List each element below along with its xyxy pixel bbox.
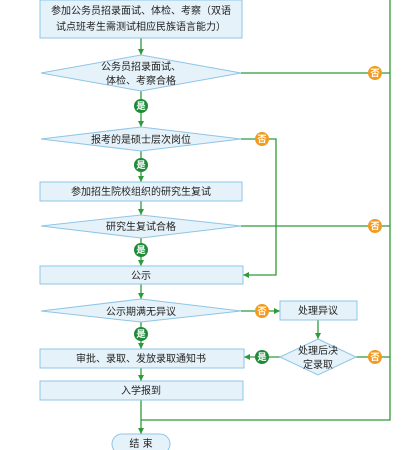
yes-badge-d1: 是 <box>134 99 148 113</box>
decision1-line2: 体检、考察合格 <box>106 74 176 87</box>
node-decision1: 公务员招录面试、 体检、考察合格 <box>40 54 242 92</box>
svg-text:否: 否 <box>369 221 379 232</box>
arrowheads <box>138 49 321 434</box>
no-badge-d5: 否 <box>368 350 382 364</box>
yes-badge-d4: 是 <box>134 327 148 341</box>
decision4-label: 公示期满无异议 <box>106 306 176 318</box>
svg-text:是: 是 <box>135 245 146 256</box>
no-badge-d4: 否 <box>255 304 269 318</box>
step5-label: 入学报到 <box>121 384 161 397</box>
svg-text:是: 是 <box>135 329 146 340</box>
step4-label: 审批、录取、发放录取通知书 <box>76 352 206 365</box>
step2-label: 参加招生院校组织的研究生复试 <box>71 185 211 198</box>
arrowhead <box>138 176 144 182</box>
yes-badge-d2: 是 <box>134 158 148 172</box>
return-rail <box>141 0 391 421</box>
node-decision5: 处理后决 定录取 <box>278 338 358 376</box>
arrowhead <box>138 375 144 381</box>
svg-text:是: 是 <box>135 101 146 112</box>
step3-label: 公示 <box>131 271 151 282</box>
node-step5: 入学报到 <box>39 380 244 401</box>
end-label: 结 束 <box>129 437 152 450</box>
decision5-line2: 定录取 <box>303 358 333 371</box>
node-step1: 参加公务员招录面试、体检、考察（双语 试点班考生需测试相应民族语言能力） <box>39 0 243 39</box>
arrowhead <box>138 428 144 434</box>
step1-line2: 试点班考生需测试相应民族语言能力） <box>56 20 226 33</box>
arrowhead <box>138 293 144 299</box>
arrowhead <box>244 354 250 360</box>
decision5-line1: 处理后决 <box>298 345 338 357</box>
arrowhead <box>138 49 144 55</box>
node-decision3: 研究生复试合格 <box>40 214 242 239</box>
node-end: 结 束 <box>111 433 171 450</box>
handle-objection-label: 处理异议 <box>298 305 338 317</box>
svg-text:是: 是 <box>135 160 146 171</box>
svg-text:否: 否 <box>369 68 379 79</box>
decision2-label: 报考的是硕士层次岗位 <box>91 133 191 146</box>
connector-d2-no <box>241 138 277 276</box>
svg-text:否: 否 <box>256 134 266 145</box>
decision3-label: 研究生复试合格 <box>106 220 176 233</box>
no-badge-d1: 否 <box>368 66 382 80</box>
arrowhead <box>315 333 321 339</box>
step1-line1: 参加公务员招录面试、体检、考察（双语 <box>51 4 231 17</box>
node-step3: 公示 <box>39 265 244 285</box>
no-badge-d3: 否 <box>368 219 382 233</box>
yes-badge-d5: 是 <box>255 350 269 364</box>
svg-text:是: 是 <box>256 352 267 363</box>
node-step4: 审批、录取、发放录取通知书 <box>39 348 245 369</box>
arrowhead <box>138 260 144 266</box>
decision1-line1: 公务员招录面试、 <box>101 60 181 73</box>
svg-text:否: 否 <box>369 352 379 363</box>
svg-text:否: 否 <box>256 306 266 317</box>
node-handle-objection: 处理异议 <box>279 300 358 321</box>
node-decision2: 报考的是硕士层次岗位 <box>40 126 242 152</box>
no-badge-d2: 否 <box>255 132 269 146</box>
node-decision4: 公示期满无异议 <box>40 298 242 323</box>
arrowhead <box>138 343 144 349</box>
yes-badge-d3: 是 <box>134 243 148 257</box>
node-step2: 参加招生院校组织的研究生复试 <box>39 181 243 202</box>
arrowhead <box>138 209 144 215</box>
arrowhead <box>138 121 144 127</box>
arrowhead <box>243 272 249 278</box>
arrowhead <box>274 308 280 314</box>
